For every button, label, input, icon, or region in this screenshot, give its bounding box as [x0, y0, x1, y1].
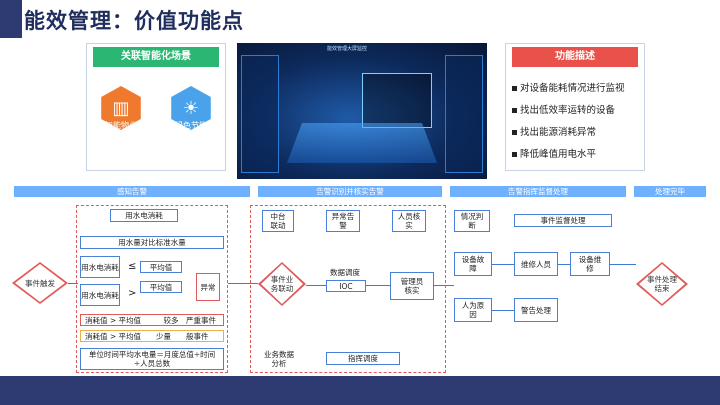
maintainer-box: 维修人员: [514, 252, 558, 276]
rule-normal: 消耗值 > 平均值 少量 般事件: [80, 330, 224, 342]
connector: [68, 283, 78, 284]
water-standard-box: 用水量对比标准水量: [80, 236, 224, 249]
connector: [492, 264, 514, 265]
le-symbol: ≤: [128, 261, 137, 272]
avg-box-1: 平均值: [140, 261, 182, 273]
green-energy-label: 绿色节能: [175, 121, 207, 130]
feature-card: 功能描述 对设备能耗情况进行监视 找出低效率运转的设备 找出能源消耗异常 降低峰…: [505, 43, 645, 171]
screenshot-left-panel: [241, 55, 279, 173]
feature-bullet-2: 找出低效率运转的设备: [512, 102, 615, 116]
consume-box-2: 用水电消耗: [80, 284, 120, 306]
biz-analysis-box: 业务数据分析: [260, 348, 298, 370]
gt-symbol: >: [128, 288, 137, 299]
device-repair-box: 设备维修: [570, 252, 610, 276]
abnormal-box: 异常: [196, 273, 220, 301]
screenshot-diagram: [362, 73, 432, 128]
dispatch-label: 数据调度: [330, 268, 360, 277]
scenario-card: 关联智能化场景 ▥ ☀ 智能物业 绿色节能: [86, 43, 226, 171]
feature-bullet-1: 对设备能耗情况进行监视: [512, 80, 625, 94]
device-fault-box: 设备故障: [454, 252, 492, 276]
center-link-box: 中台联动: [262, 210, 294, 232]
connector: [610, 264, 636, 265]
connector: [306, 285, 326, 286]
connector: [434, 285, 454, 286]
title-accent-bar: [0, 0, 22, 38]
event-end-label: 事件处理结束: [639, 264, 685, 304]
phase-perceive: 感知告警: [14, 186, 250, 197]
alarm-confirm-box: 异常告警: [326, 210, 360, 232]
phase-identify: 告警识别并核实告警: [258, 186, 442, 197]
consume-box-1: 用水电消耗: [80, 256, 120, 278]
water-elec-box: 用水电消耗: [110, 209, 178, 222]
connector: [366, 285, 390, 286]
smart-property-label: 智能物业: [105, 121, 137, 130]
judge-box: 情况判断: [454, 210, 490, 232]
avg-box-2: 平均值: [140, 281, 182, 293]
dashboard-screenshot: 能效管理大屏监控: [237, 43, 487, 179]
feature-card-header: 功能描述: [512, 47, 638, 67]
screenshot-building: [287, 123, 437, 163]
footer-bar: [0, 376, 720, 405]
supervise-box: 事件监督处理: [514, 214, 612, 227]
formula-box: 单位时间平均水电量＝月度总值÷时间÷人员总数: [80, 348, 224, 370]
phase-done: 处理完毕: [634, 186, 706, 197]
ioc-box: IOC: [326, 280, 366, 292]
smart-property-icon: ▥: [101, 86, 141, 130]
manager-verify-box: 管理员核实: [390, 272, 434, 300]
human-cause-box: 人为原因: [454, 298, 492, 322]
page-title: 能效管理：价值功能点: [24, 9, 244, 33]
scenario-card-header: 关联智能化场景: [93, 47, 219, 67]
feature-bullet-4: 降低峰值用电水平: [512, 146, 596, 160]
warn-handle-box: 警告处理: [514, 298, 558, 322]
identify-panel: [250, 205, 446, 373]
phase-handle: 告警指挥监督处理: [450, 186, 626, 197]
rule-severe: 消耗值 > 平均值 较多 严重事件: [80, 314, 224, 326]
command-box: 指挥调度: [326, 352, 400, 365]
event-trigger-label: 事件触发: [15, 264, 65, 302]
screenshot-caption: 能效管理大屏监控: [327, 46, 368, 52]
connector: [492, 310, 514, 311]
screenshot-right-panel: [445, 55, 483, 173]
personnel-verify-box: 人员核实: [392, 210, 426, 232]
feature-bullet-3: 找出能源消耗异常: [512, 124, 596, 138]
green-energy-icon: ☀: [171, 86, 211, 130]
detection-panel: [76, 205, 228, 373]
connector: [558, 264, 570, 265]
connector: [228, 283, 258, 284]
